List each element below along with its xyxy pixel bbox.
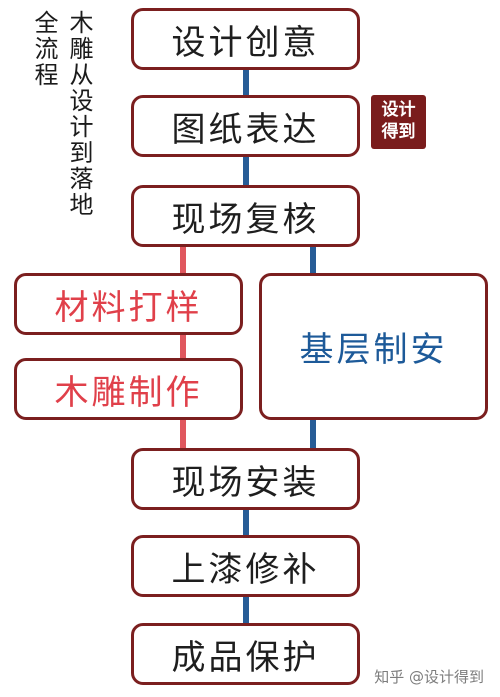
- step-base-install: 基层制安: [259, 273, 488, 420]
- connector-woodcarving-install: [180, 418, 186, 450]
- connector-review-material: [180, 245, 186, 275]
- step-woodcarving: 木雕制作: [14, 358, 243, 420]
- step-drawings: 图纸表达: [131, 95, 360, 157]
- connector-review-base: [310, 245, 316, 275]
- side-title-woodcarving: 木雕从设计到落地: [65, 10, 93, 218]
- step-material-sample: 材料打样: [14, 273, 243, 335]
- connector-install-paint: [243, 507, 249, 537]
- watermark: 知乎 @设计得到: [374, 668, 484, 686]
- step-site-install: 现场安装: [131, 448, 360, 510]
- connector-base-install: [310, 418, 316, 450]
- step-design-creativity: 设计创意: [131, 8, 360, 70]
- connector-design-drawings: [243, 67, 249, 97]
- brand-badge: 设计得到: [371, 95, 426, 149]
- connector-material-woodcarving: [180, 332, 186, 361]
- step-site-review: 现场复核: [131, 185, 360, 247]
- side-title-flow: 全流程: [30, 10, 58, 88]
- step-paint-repair: 上漆修补: [131, 535, 360, 597]
- step-protection: 成品保护: [131, 623, 360, 685]
- connector-drawings-review: [243, 155, 249, 188]
- connector-paint-protection: [243, 595, 249, 625]
